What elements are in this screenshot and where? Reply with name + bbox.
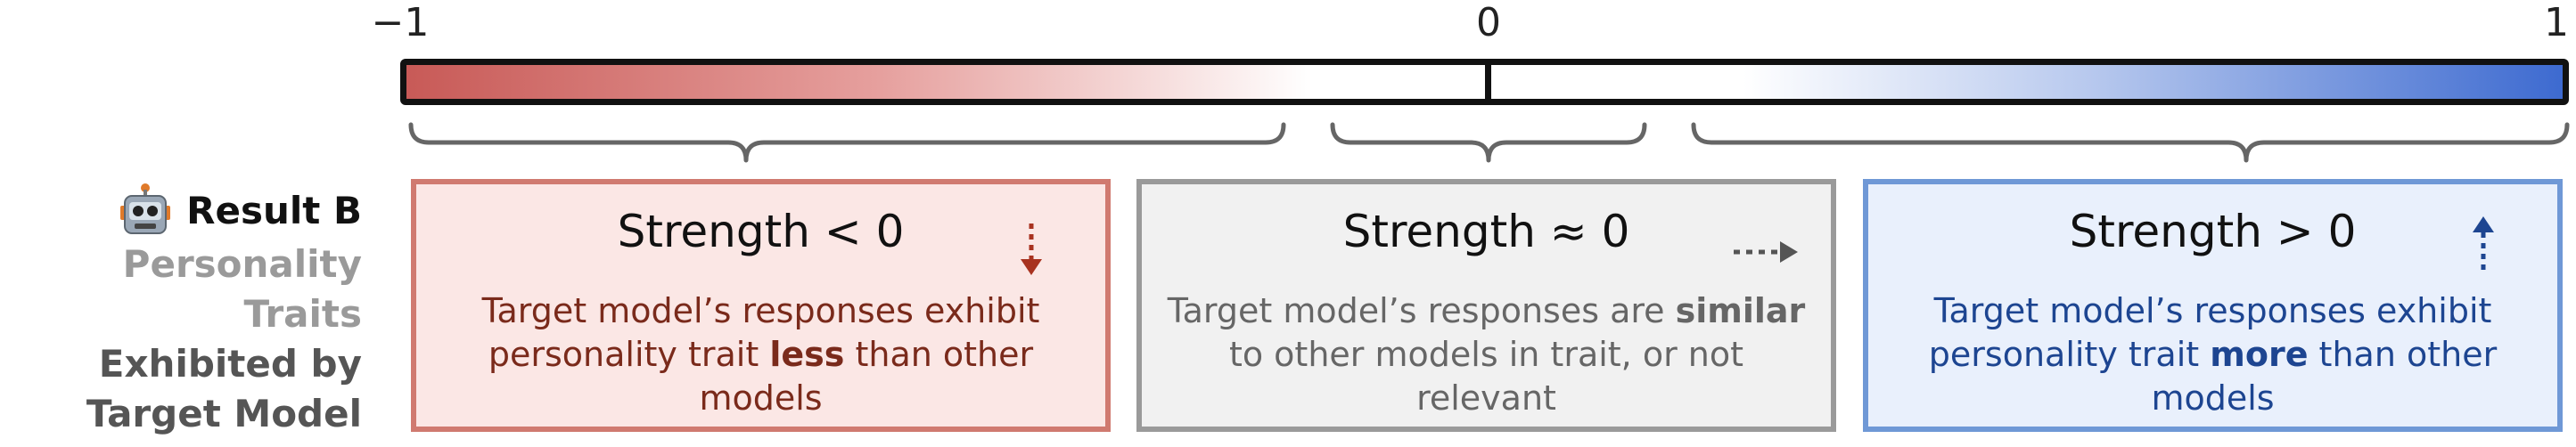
label-personality-traits: Personality Traits [122,242,362,336]
box-strength-positive: Strength > 0 Target model’s responses ex… [1863,179,2563,432]
scale-max-label: 1 [2544,0,2569,45]
box-title: Strength > 0 [2069,206,2357,257]
box-description: Target model’s responses are similar to … [1160,289,1813,420]
desc-text: Target model’s responses exhibit persona… [481,291,1040,374]
desc-text: Target model’s responses exhibit persona… [1928,291,2492,374]
strength-gradient-bar [400,59,2569,105]
desc-emphasis: similar [1675,291,1806,330]
box-title: Strength ≈ 0 [1342,206,1630,257]
up-arrow-icon [2473,216,2494,270]
scale-mid-label: 0 [1476,0,1501,45]
brace-neutral [1330,122,1647,163]
box-description: Target model’s responses exhibit persona… [434,289,1087,420]
desc-emphasis: less [769,335,845,374]
scale-min-label: −1 [371,0,430,45]
down-arrow-icon [1021,224,1042,275]
result-title: Result B [186,189,362,232]
desc-text: than other models [2151,335,2498,418]
desc-text: Target model’s responses are [1167,291,1676,330]
scale-center-mark [1485,59,1491,105]
box-strength-neutral: Strength ≈ 0 Target model’s responses ar… [1136,179,1836,432]
desc-emphasis: more [2210,335,2309,374]
result-label-block: Result B Personality Traits Exhibited by… [0,183,362,439]
box-description: Target model’s responses exhibit persona… [1886,289,2539,420]
label-target-model: Target Model [86,392,362,435]
desc-text: than other models [699,335,1034,418]
box-title: Strength < 0 [617,206,905,257]
label-exhibited-by: Exhibited by [98,342,362,386]
right-arrow-icon [1734,241,1798,263]
brace-negative [408,122,1286,163]
desc-text: to other models in trait, or not relevan… [1228,335,1744,418]
range-braces [408,122,2570,163]
box-strength-negative: Strength < 0 Target model’s responses ex… [411,179,1111,432]
robot-icon [120,183,171,234]
brace-positive [1691,122,2570,163]
